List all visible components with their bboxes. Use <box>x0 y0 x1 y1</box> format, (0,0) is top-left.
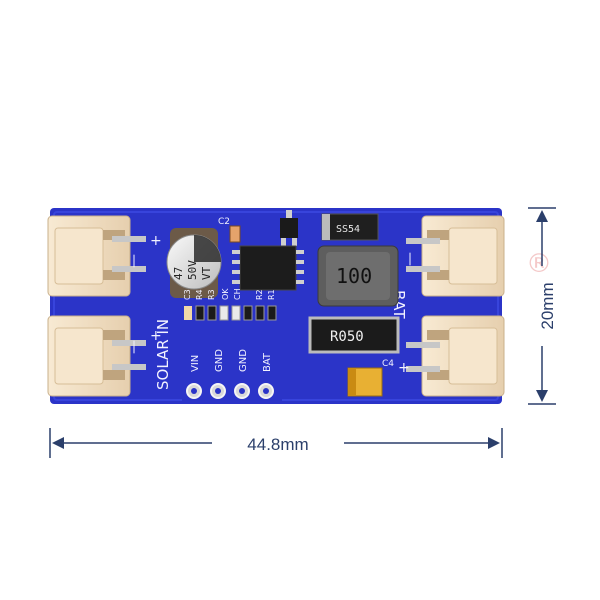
width-dimension <box>49 428 503 458</box>
silk-plus-bottom-left: + <box>150 328 162 344</box>
charger-ic <box>232 245 304 291</box>
resistor-r050: R050 <box>308 316 400 354</box>
ref-r4: R4 <box>195 289 204 300</box>
silk-minus-top-left: — <box>126 254 142 268</box>
ref-c4: C4 <box>382 359 394 369</box>
registered-mark: ® <box>526 249 552 279</box>
cap-text-2: 50V <box>186 260 199 280</box>
ref-c2: C2 <box>218 217 230 227</box>
pin-label-vin: VIN <box>190 355 201 372</box>
width-label: 44.8mm <box>247 435 308 454</box>
resistor-row <box>184 305 277 321</box>
connector-bat-top <box>406 215 505 297</box>
ref-r1: R1 <box>267 289 276 300</box>
ref-c3: C3 <box>183 289 192 300</box>
electrolytic-capacitor: 47 50V VT <box>166 228 222 298</box>
diode-label: SS54 <box>336 224 360 235</box>
silk-minus-bottom-left: — <box>126 340 142 354</box>
tantalum-capacitor: C4 <box>347 359 394 397</box>
height-label: 20mm <box>538 282 557 329</box>
silk-plus-bottom-right: + <box>398 360 410 376</box>
connector-solar-top <box>47 215 146 297</box>
resistor-label: R050 <box>330 329 364 345</box>
led-ok: OK <box>221 288 230 300</box>
silk-plus-top-left: + <box>150 233 162 249</box>
pin-label-bat: BAT <box>262 352 273 372</box>
ref-r2: R2 <box>255 289 264 300</box>
silk-minus-top-right: — <box>402 252 418 266</box>
label-solar-in: SOLAR IN <box>154 319 172 390</box>
height-dimension <box>528 207 556 405</box>
led-ch: CH <box>233 288 242 300</box>
inductor-label: 100 <box>336 264 372 288</box>
ref-r3: R3 <box>207 289 216 300</box>
transistor <box>280 210 298 246</box>
pin-label-gnd-1: GND <box>214 349 225 372</box>
connector-solar-bottom <box>47 315 146 397</box>
connector-bat-bottom <box>406 315 505 397</box>
diode-ss54: SS54 <box>321 213 379 241</box>
cap-text-1: 47 <box>172 267 185 280</box>
cap-text-3: VT <box>200 266 213 280</box>
pin-header <box>182 378 282 404</box>
inductor: 100 <box>317 245 399 307</box>
pin-label-gnd-2: GND <box>238 349 249 372</box>
